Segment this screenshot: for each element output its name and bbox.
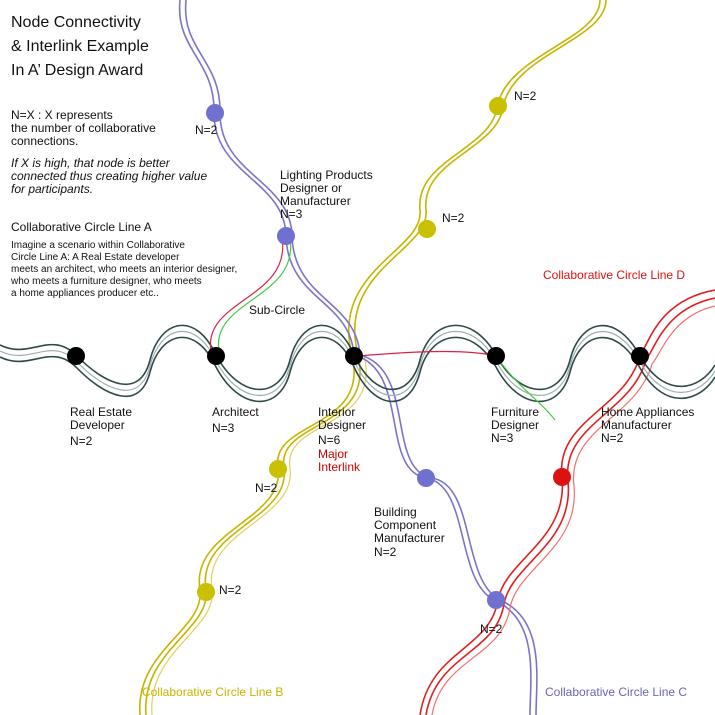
yellow-b2-count: N=2: [219, 583, 242, 597]
yellow-top-count: N=2: [514, 89, 537, 103]
label-architect: Architect N=3: [212, 405, 259, 435]
node-interior: [345, 347, 363, 365]
circle-a-info: Collaborative Circle Line A Imagine a sc…: [10, 220, 237, 299]
real-estate-count: N=2: [70, 434, 93, 448]
node-real-estate: [67, 347, 85, 365]
yellow-b1-count: N=2: [255, 481, 278, 495]
line-b-lower: [139, 354, 355, 715]
legend-line-3: connections.: [11, 134, 78, 148]
major-interlink-1: Major: [318, 447, 348, 461]
furniture-label-2: Designer: [491, 418, 539, 432]
line-c-label: Collaborative Circle Line C: [545, 685, 687, 699]
title-line-3: In A’ Design Award: [11, 62, 143, 79]
line-b-upper-2: [354, 0, 607, 356]
purple-top-count: N=2: [195, 123, 218, 137]
line-b-lower-3: [151, 354, 367, 715]
diagram-title: Node Connectivity & Interlink Example In…: [11, 14, 149, 79]
label-home-appliances: Home Appliances Manufacturer N=2: [601, 405, 694, 445]
sub-circle-green-2: [495, 355, 556, 421]
interior-label-1: Interior: [318, 405, 355, 419]
line-c-curves: [178, 0, 538, 715]
node-yellow-b2: [197, 583, 215, 601]
purple-bottom-count: N=2: [480, 622, 503, 636]
node-architect: [207, 347, 225, 365]
node-yellow-b1: [269, 460, 287, 478]
lighting-count: N=3: [280, 207, 303, 221]
interior-label-2: Designer: [318, 418, 366, 432]
node-purple-top: [206, 104, 224, 122]
node-furniture: [487, 347, 505, 365]
lighting-label-3: Manufacturer: [280, 194, 351, 208]
node-building: [417, 469, 435, 487]
building-label-1: Building: [374, 505, 417, 519]
node-home-appliances: [631, 347, 649, 365]
circle-a-title: Collaborative Circle Line A: [11, 220, 152, 234]
circle-a-desc-5: a home appliances producer etc..: [11, 288, 159, 299]
real-estate-label-2: Developer: [70, 418, 125, 432]
furniture-label-1: Furniture: [491, 405, 539, 419]
sub-circle-label: Sub-Circle: [249, 303, 305, 317]
sub-circle-strands: [209, 237, 556, 421]
yellow-mid-count: N=2: [442, 211, 465, 225]
line-c-lower: [353, 354, 532, 715]
line-b-lower-2: [145, 354, 361, 715]
circle-a-desc-1: Imagine a scenario within Collaborative: [11, 240, 185, 251]
home-appliances-label-1: Home Appliances: [601, 405, 694, 419]
circle-a-desc-2: Circle Line A: A Real Estate developer: [11, 252, 180, 263]
building-label-3: Manufacturer: [374, 531, 445, 545]
label-building: Building Component Manufacturer N=2: [374, 505, 445, 559]
line-d-curves: [419, 289, 715, 715]
sub-circle-green: [217, 237, 292, 357]
label-furniture: Furniture Designer N=3: [491, 405, 539, 445]
title-line-1: Node Connectivity: [11, 14, 141, 31]
node-red: [553, 468, 571, 486]
circle-a-desc-3: meets an architect, who meets an interio…: [11, 264, 237, 275]
real-estate-label-1: Real Estate: [70, 405, 132, 419]
label-interior: Interior Designer N=6 Major Interlink: [318, 405, 366, 474]
node-purple-bottom: [487, 591, 505, 609]
title-line-2: & Interlink Example: [11, 38, 149, 55]
building-label-2: Component: [374, 518, 437, 532]
label-real-estate: Real Estate Developer N=2: [70, 405, 132, 448]
interior-count: N=6: [318, 433, 341, 447]
node-yellow-top: [489, 97, 507, 115]
note-line-1: If X is high, that node is better: [11, 156, 171, 170]
sub-circle-red: [209, 237, 284, 357]
line-b-curves: [139, 0, 607, 715]
line-d-label: Collaborative Circle Line D: [543, 268, 685, 282]
architect-count: N=3: [212, 421, 235, 435]
line-b-upper: [348, 0, 601, 356]
furniture-count: N=3: [491, 431, 514, 445]
architect-label: Architect: [212, 405, 259, 419]
legend-line-2: the number of collaborative: [11, 121, 156, 135]
node-lighting: [277, 227, 295, 245]
home-appliances-label-2: Manufacturer: [601, 418, 672, 432]
circle-a-desc-4: who meets a furniture designer, who meet…: [10, 276, 202, 287]
line-c-lower-2: [359, 354, 538, 715]
building-count: N=2: [374, 545, 397, 559]
line-c-upper-2: [184, 0, 361, 356]
legend-note: If X is high, that node is better connec…: [11, 156, 207, 196]
home-appliances-count: N=2: [601, 431, 624, 445]
lighting-label-2: Designer or: [280, 181, 342, 195]
node-yellow-mid: [418, 220, 436, 238]
line-a-outer-bottom: [0, 336, 715, 403]
label-lighting: Lighting Products Designer or Manufactur…: [280, 168, 373, 221]
major-interlink-2: Interlink: [318, 460, 361, 474]
sub-circle-red-2: [357, 350, 497, 357]
legend-definition: N=X : X represents the number of collabo…: [11, 108, 156, 148]
note-line-2: connected thus creating higher value: [11, 169, 207, 183]
line-c-upper: [178, 0, 355, 356]
note-line-3: for participants.: [11, 182, 93, 196]
nodes: [67, 97, 649, 609]
legend-line-1: N=X : X represents: [11, 108, 113, 122]
line-b-label: Collaborative Circle Line B: [142, 685, 283, 699]
lighting-label-1: Lighting Products: [280, 168, 373, 182]
line-d-3: [431, 305, 715, 715]
